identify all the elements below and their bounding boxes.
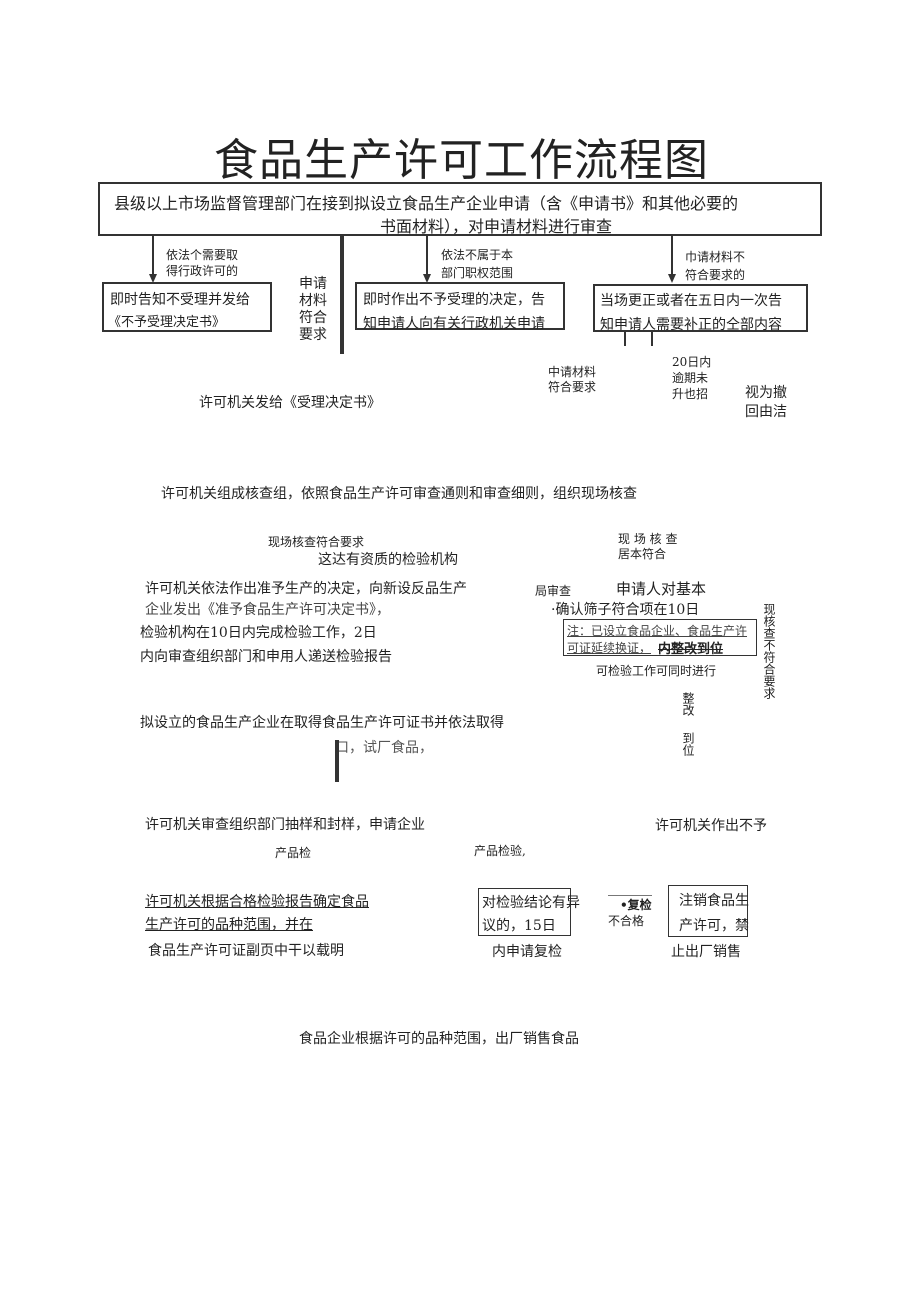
connector-line (426, 236, 428, 276)
onsite-fail-label: 现核查不符合要求 (762, 603, 776, 699)
sampling-step: 许可机关审查组织部门抽样和封样，申请企业 (145, 817, 425, 833)
objection-text: 内申请复检 (492, 944, 562, 960)
trial-line1: 拟设立的食品生产企业在取得食品生产许可证书并依法取得 (140, 715, 504, 731)
note-box: 注：已设立食品企业、食品生产许 可证延续换证， 内整改到位 (563, 619, 757, 657)
top-box-line1: 县级以上市场监督管理部门在接到拟设立食品生产企业申请（含《申请书》和其他必要的 (114, 194, 739, 213)
note-box-text: 内整改到位 (658, 642, 724, 657)
connector-line (624, 332, 626, 346)
note-line: 视为撤 (745, 385, 787, 401)
revoke-text: 产许可，禁 (679, 918, 749, 934)
main-flow-line (340, 236, 344, 354)
page-title: 食品生产许可工作流程图 (214, 135, 709, 186)
label-part: 符合 (299, 310, 327, 326)
decision-line1: 许可机关依法作出准予生产的决定，向新设反品生产 (145, 581, 467, 597)
label-part: 申请 (299, 276, 327, 292)
label-part: 要求 (299, 327, 327, 343)
lab-line1: 检验机构在10日内完成检验工作，2日 (140, 625, 377, 641)
branch1-box-text: 《不予受理决定书》 (108, 315, 226, 330)
top-box: 县级以上市场监督管理部门在接到拟设立食品生产企业申请（含《申请书》和其他必要的 … (98, 182, 822, 236)
arrow-down-icon (423, 274, 431, 283)
applicant-basic-label: 申请人对基本 (616, 580, 707, 598)
confirm-label: ·确认筛子符合项在10日 (551, 602, 700, 618)
lab-line2: 内向审查组织部门和申用人递送检验报告 (140, 649, 392, 665)
note-box-text: 注：已设立食品企业、食品生产许 (567, 624, 748, 638)
reject-step: 许可机关作出不予 (655, 818, 767, 834)
note-line: 升也招 (672, 387, 709, 401)
connector-line (152, 236, 154, 276)
inspection-step: 许可机关组成核查组，依照食品生产许可审查通则和审查细则，组织现场核查 (161, 486, 637, 502)
connector-line (608, 895, 652, 896)
branch2-label: 部门职权范围 (441, 266, 514, 280)
parallel-note: 可检验工作可同时进行 (596, 664, 717, 678)
objection-box: 对检验结论有异 议的，15日 (478, 888, 580, 936)
branch3-label: 巾请材料不 (685, 250, 746, 264)
note-line: 中请材料 (548, 365, 597, 379)
branch3-box: 当场更正或者在五日内一次告 知申请人需要补正的仝部内容 (593, 284, 808, 333)
branch2-box-text: 知申请人向有关行政机关申请 (363, 316, 545, 332)
branch1-box-text: 即时告知不受理并发给 (110, 292, 250, 308)
branch1-label: 依法个需要取 (166, 248, 239, 262)
final-step: 食品企业根据许可的品种范围，出厂销售食品 (299, 1031, 579, 1047)
rectify-label: 到位 (681, 732, 695, 756)
branch2-label: 依法不属于本 (441, 248, 514, 262)
product-check-label: 产品检 (275, 846, 312, 860)
overdue-note: 20日内 逾期未 升也招 (672, 354, 711, 402)
note-line: 20日内 (672, 355, 712, 369)
revoke-text: 止出厂销售 (671, 944, 741, 960)
onsite-basic-label: 现 场 核 查 居本符合 (618, 532, 677, 562)
materials-ok-label: 申请 材料 符合 要求 (299, 276, 329, 344)
arrow-down-icon (149, 274, 157, 283)
product-check-label: 产品检验, (474, 844, 526, 858)
revoke-text: 注销食品生 (679, 893, 749, 909)
label-part: 材料 (299, 293, 327, 309)
label-line: 居本符合 (618, 547, 667, 561)
scope-line2: 生产许可的品种范围，并在 (145, 917, 313, 933)
note-line: 回由洁 (745, 404, 787, 420)
connector-line (671, 236, 673, 276)
recheck-label: •复检 (620, 898, 652, 912)
scope-line3: 食品生产许可证副页中干以载明 (148, 943, 344, 959)
rectify-label: 整改 (681, 692, 695, 716)
withdraw-note: 视为撤 回由洁 (745, 384, 787, 422)
branch3-label: 符合要求的 (685, 268, 746, 282)
trial-line2: 口，试厂食品， (335, 740, 433, 756)
branch1-box: 即时告知不受理并发给 《不予受理决定书》 (102, 282, 272, 332)
branch2-box: 即时作出不予受理的决定，告 知申请人向有关行政机关申请 (355, 282, 565, 332)
label-line: 现 场 核 查 (618, 532, 678, 546)
main-flow-line (335, 740, 339, 782)
note-line: 符合要求 (548, 380, 597, 394)
note-line: 逾期未 (672, 371, 709, 385)
objection-text: 议的，15日 (482, 918, 556, 934)
arrow-down-icon (668, 274, 676, 283)
scope-line1: 许可机关根据合格检验报告确定食品 (145, 894, 369, 910)
objection-text: 对检验结论有异 (482, 895, 580, 911)
recheck-label: 不合格 (608, 914, 645, 928)
branch3-box-text: 当场更正或者在五日内一次告 (600, 293, 782, 309)
onsite-ok-label: 现场核查符合要求 (268, 535, 365, 549)
top-box-line2: 书面材料），对申请材料进行审查 (380, 217, 613, 236)
branch3-box-text: 知申请人需要补正的仝部内容 (600, 317, 782, 333)
accept-step: 许可机关发给《受理决定书》 (199, 395, 381, 411)
note-box-text: 可证延续换证， (567, 641, 652, 655)
send-lab-step: 这达有资质的检验机构 (318, 552, 458, 568)
materials-ok-note: 中请材料 符合要求 (548, 365, 596, 395)
branch1-label: 得行政许可的 (166, 264, 239, 278)
branch2-box-text: 即时作出不予受理的决定，告 (363, 292, 545, 308)
revoke-box: 注销食品生 产许可，禁 (668, 885, 749, 937)
decision-line2: 企业发出《准予食品生产许可决定书》， (145, 602, 390, 618)
bureau-review-label: 局审查 (535, 584, 572, 598)
connector-line (651, 332, 653, 346)
